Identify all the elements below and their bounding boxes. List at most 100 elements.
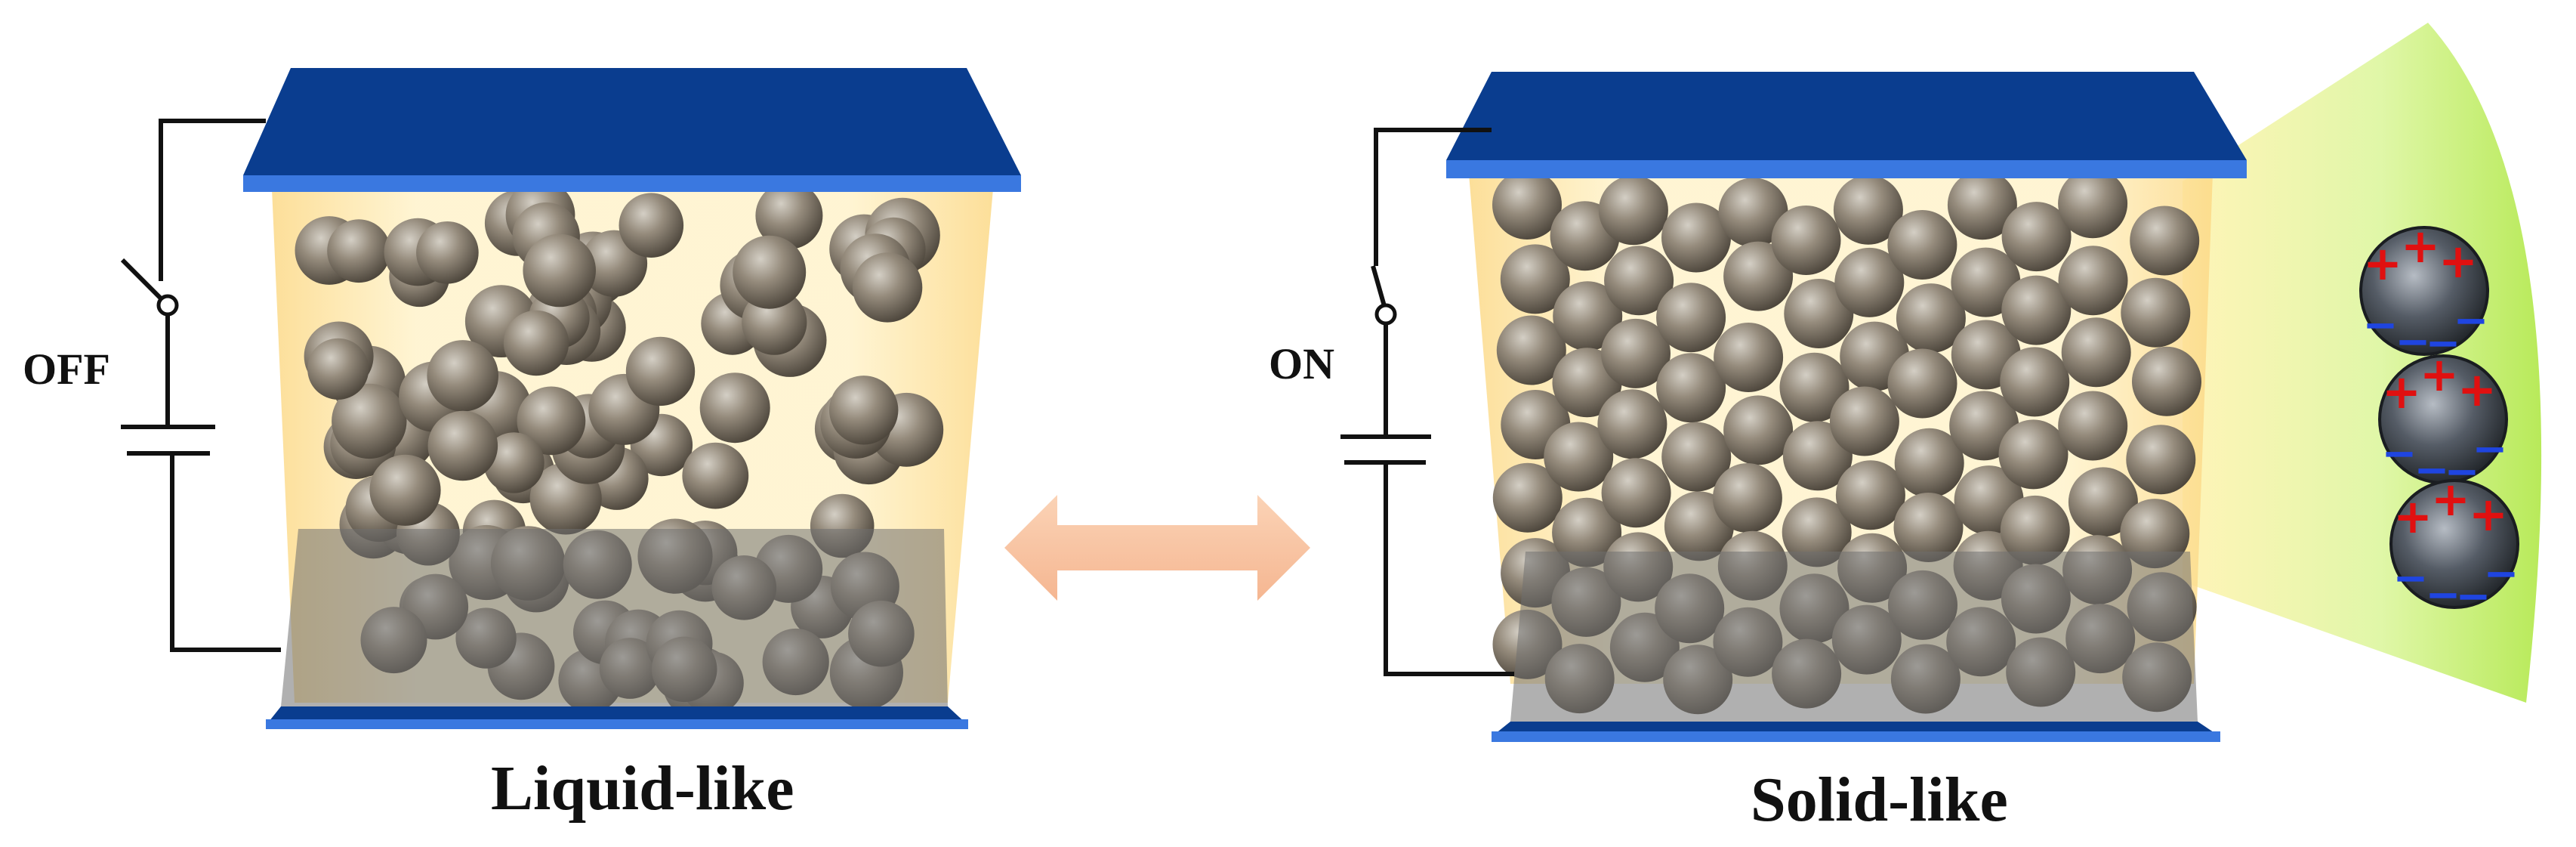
particle	[625, 336, 696, 406]
negative-charge: −	[2426, 570, 2461, 620]
particle	[523, 233, 596, 308]
polarized-particle	[2391, 481, 2518, 607]
left-bottom-electrode-edge	[266, 719, 968, 729]
solid-like-caption: Solid-like	[1751, 765, 2008, 835]
double-arrow	[1004, 495, 1310, 601]
particle	[307, 338, 369, 400]
particle	[1779, 352, 1849, 422]
particle	[1893, 493, 1964, 562]
particle	[1782, 497, 1852, 567]
particle	[2068, 467, 2138, 537]
particle	[517, 386, 586, 456]
particle	[483, 432, 545, 493]
particle	[1656, 353, 1726, 423]
particle	[1829, 386, 1899, 456]
particle	[2058, 168, 2128, 239]
particle	[852, 252, 923, 323]
particle	[332, 383, 407, 459]
particle	[2132, 346, 2201, 416]
particle	[1887, 210, 1957, 280]
positive-charge: +	[2420, 347, 2459, 402]
particle	[2130, 206, 2200, 276]
negative-charge: −	[2393, 554, 2429, 603]
negative-charge: −	[2382, 429, 2417, 478]
polarized-particle-outline	[2389, 479, 2519, 609]
particle	[1604, 246, 1674, 316]
right-panel: +++−−−−+++−−−−+++−−−−	[1340, 23, 2542, 742]
particle	[1492, 462, 1563, 533]
switch-on-label: ON	[1269, 339, 1334, 388]
negative-charge: −	[2454, 296, 2489, 345]
positive-charge: +	[2363, 236, 2402, 291]
left-switch-pivot	[156, 294, 179, 317]
particle	[1656, 283, 1726, 353]
positive-charge: +	[2431, 471, 2470, 527]
particle	[1552, 497, 1622, 567]
particle	[1947, 170, 2017, 240]
particle	[1601, 318, 1671, 388]
positive-charge: +	[2457, 362, 2497, 417]
positive-charge: +	[2401, 218, 2440, 274]
liquid-like-caption: Liquid-like	[491, 753, 794, 824]
particle	[1835, 460, 1905, 530]
left-bottom-slab	[281, 529, 948, 706]
left-top-electrode	[243, 68, 1021, 175]
particle	[2061, 317, 2131, 388]
particle	[1712, 463, 1782, 533]
particle	[619, 193, 684, 258]
particle	[1553, 281, 1623, 351]
positive-charge: +	[2469, 487, 2508, 542]
polarized-particle	[2380, 356, 2507, 483]
particle	[733, 235, 807, 309]
particle	[1714, 323, 1784, 392]
particle	[1887, 348, 1957, 419]
particle	[2000, 495, 2070, 565]
switch-off-label: OFF	[23, 345, 110, 394]
particle	[1500, 244, 1570, 314]
particle	[416, 221, 479, 284]
positive-charge: +	[2439, 233, 2478, 289]
negative-charge: −	[2363, 301, 2399, 350]
particle	[1833, 175, 1903, 245]
positive-charge: +	[2393, 489, 2433, 544]
particle	[1661, 422, 1732, 492]
right-switch-pivot	[1374, 303, 1397, 326]
negative-charge: −	[2473, 425, 2508, 474]
particle	[1661, 202, 1731, 273]
right-top-electrode	[1446, 72, 2247, 160]
particle	[327, 219, 390, 283]
particle	[2001, 275, 2072, 345]
particle	[1834, 247, 1905, 317]
particle	[369, 454, 441, 526]
particle	[1784, 279, 1854, 348]
particle	[2000, 347, 2070, 417]
particle	[1896, 283, 1966, 354]
particle	[1723, 395, 1794, 465]
polarized-particle-outline	[2359, 226, 2489, 356]
negative-charge: −	[2484, 549, 2519, 598]
particle	[1544, 422, 1614, 492]
positive-charge: +	[2382, 364, 2421, 419]
particle	[1894, 428, 1964, 498]
polarized-particle	[2361, 227, 2488, 354]
particle	[2126, 425, 2196, 495]
particle	[1601, 458, 1671, 528]
particle	[699, 372, 770, 444]
right-bottom-electrode-edge	[1492, 731, 2220, 742]
particle	[2121, 277, 2191, 348]
right-bottom-slab	[1510, 552, 2198, 722]
particle	[1492, 170, 1562, 240]
particle	[682, 442, 749, 509]
left-circuit	[120, 119, 281, 652]
particle	[1771, 206, 1841, 275]
particle	[2120, 499, 2190, 569]
particle	[1597, 389, 1667, 459]
particle	[1998, 419, 2069, 490]
particle	[427, 410, 498, 481]
particle	[427, 340, 498, 412]
particle	[755, 181, 823, 249]
negative-charge: −	[2456, 572, 2491, 621]
particle	[2001, 202, 2072, 272]
particle	[1951, 247, 2021, 317]
